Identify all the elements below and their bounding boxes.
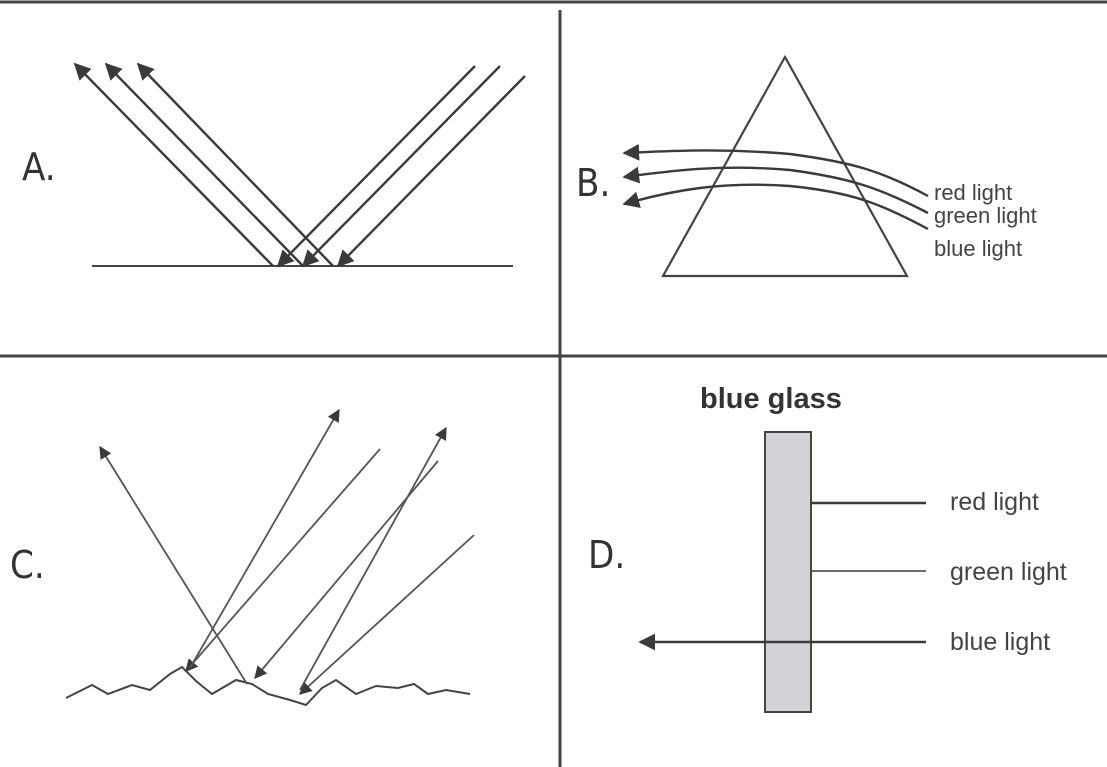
prism [661,54,909,278]
reflected-ray [189,408,340,669]
red-light-label: red light [934,180,1012,205]
reflected-ray [99,445,248,685]
panel-b-letter: B. [576,161,610,205]
blue-glass-pane [764,431,812,713]
panel-b: B. red light green light blue light [576,54,1037,278]
blue-light-ray [622,183,929,231]
green-light-label: green light [950,558,1067,586]
red-light-label: red light [950,488,1039,516]
red-light-ray [622,143,929,198]
incident-ray [276,65,476,268]
incident-ray [254,460,439,679]
green-light-label: green light [934,203,1037,228]
reflected-ray [136,62,334,267]
panel-c-letter: C. [10,543,45,587]
panel-a-letter: A. [22,145,56,189]
panel-d-letter: D. [588,533,625,577]
blue-light-label: blue light [934,236,1022,261]
blue-light-label: blue light [950,628,1050,656]
reflected-ray [73,62,274,267]
blue-glass-title: blue glass [700,383,842,415]
incident-ray [185,448,381,672]
incident-ray [336,75,526,268]
green-light-ray [622,166,929,215]
incident-ray [301,65,501,268]
reflected-ray [104,62,304,267]
panel-c: C. [10,408,475,707]
rough-surface [65,665,471,707]
reflected-ray [299,426,447,691]
panel-a: A. [22,62,526,268]
incident-ray [299,534,475,695]
panel-d: D. blue glass red light green light blue… [588,383,1067,713]
